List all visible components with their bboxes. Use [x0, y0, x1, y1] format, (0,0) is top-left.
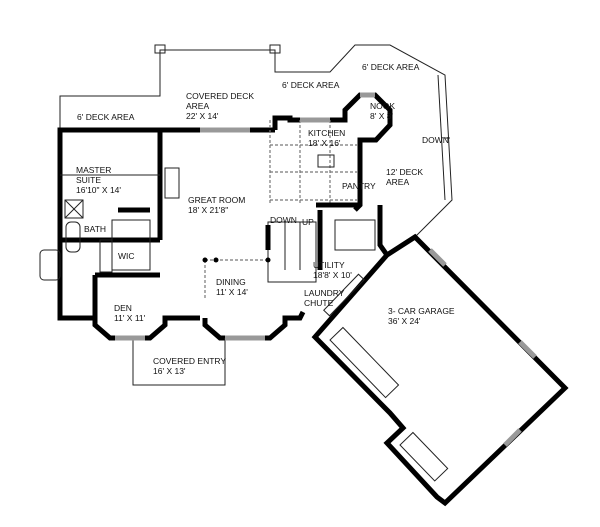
- wic-label: WIC: [118, 251, 135, 261]
- master-size: 16'10" X 14': [76, 185, 122, 195]
- pantry-label: PANTRY: [342, 181, 376, 191]
- great-room-label: GREAT ROOM 18' X 21'8": [188, 195, 245, 215]
- garage-size: 36' X 24': [388, 316, 421, 326]
- deck-down-label: DOWN: [422, 135, 449, 145]
- utility-label: UTILITY 18'8' X 10': [313, 260, 352, 280]
- deck-12-label: 12' DECK AREA: [386, 167, 423, 187]
- great-room-size: 18' X 21'8": [188, 205, 229, 215]
- master-label: MASTER SUITE 16'10" X 14': [76, 165, 121, 195]
- den-name: DEN: [114, 303, 132, 313]
- stairs-down-label: DOWN: [270, 215, 297, 225]
- deck-12-name: 12' DECK: [386, 167, 424, 177]
- master-name: MASTER: [76, 165, 112, 175]
- garage-walls: [311, 233, 569, 507]
- utility-name: UTILITY: [313, 260, 345, 270]
- deck-12-name2: AREA: [386, 177, 410, 187]
- dining-size: 11' X 14': [216, 287, 248, 297]
- deck-mid-label: 6' DECK AREA: [282, 80, 340, 90]
- great-room-name: GREAT ROOM: [188, 195, 246, 205]
- laundry-label: LAUNDRY CHUTE: [304, 288, 344, 308]
- dining-label: DINING 11' X 14': [216, 277, 248, 297]
- windows: [115, 92, 375, 341]
- covered-entry-label: COVERED ENTRY 16' X 13': [153, 356, 226, 376]
- deck-outline: [59, 44, 453, 241]
- bath-label: BATH: [84, 224, 107, 234]
- kitchen-size: 18' X 16': [308, 138, 341, 148]
- garage-label: 3- CAR GARAGE 36' X 24': [388, 306, 455, 326]
- covered-entry-name: COVERED ENTRY: [153, 356, 227, 366]
- den-label: DEN 11' X 11': [114, 303, 145, 323]
- deck-top-right-label: 6' DECK AREA: [362, 62, 420, 72]
- covered-deck-name: COVERED DECK: [186, 91, 255, 101]
- covered-deck-size: 22' X 14': [186, 111, 219, 121]
- nook-size: 8' X 8': [370, 111, 394, 121]
- garage-name: 3- CAR GARAGE: [388, 306, 455, 316]
- master-name2: SUITE: [76, 175, 102, 185]
- nook-name: NOOK: [370, 101, 396, 111]
- covered-entry-size: 16' X 13': [153, 366, 186, 376]
- dining-name: DINING: [216, 277, 246, 287]
- den-size: 11' X 11': [114, 313, 146, 323]
- utility-size: 18'8' X 10': [313, 270, 352, 280]
- deck-left-label: 6' DECK AREA: [77, 112, 135, 122]
- covered-deck-label: COVERED DECK AREA 22' X 14': [186, 91, 254, 121]
- kitchen-label: KITCHEN 18' X 16': [308, 128, 345, 148]
- house-walls: [39, 92, 393, 386]
- kitchen-name: KITCHEN: [308, 128, 346, 138]
- laundry-name2: CHUTE: [304, 298, 334, 308]
- nook-label: NOOK 8' X 8': [370, 101, 395, 121]
- stairs-up-label: UP: [302, 217, 314, 227]
- laundry-name: LAUNDRY: [304, 288, 345, 298]
- covered-deck-name2: AREA: [186, 101, 210, 111]
